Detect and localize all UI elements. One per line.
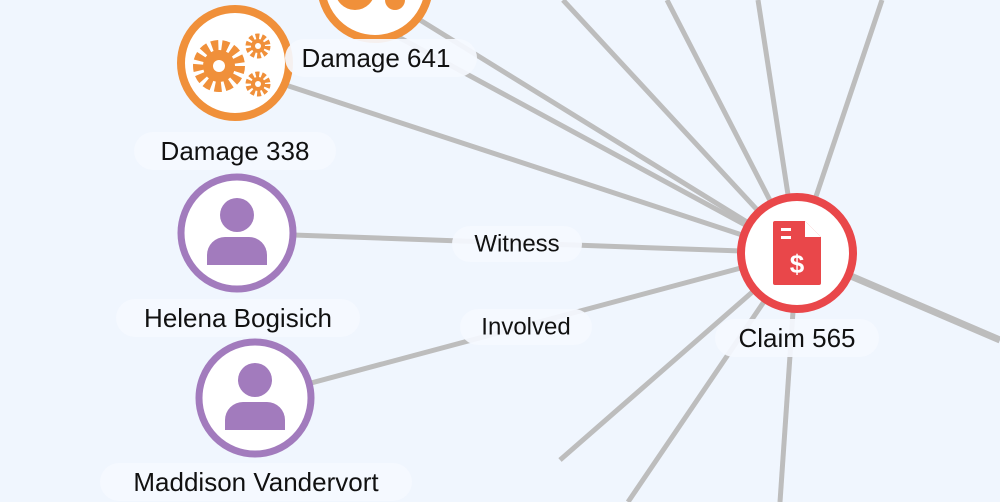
edge[interactable] [418,17,799,256]
invoice-dollar-icon: $ [773,221,821,285]
node-label-text: Damage 338 [161,136,310,166]
node-label-text: Claim 565 [738,323,855,353]
svg-text:$: $ [790,249,805,279]
node-damage-338[interactable] [177,5,293,121]
node-damage-641[interactable] [318,0,432,43]
gears-icon [193,33,271,97]
edge[interactable] [328,0,799,256]
edge-label-witness[interactable]: Witness [452,226,582,262]
node-label-damage-641: Damage 641 [285,39,477,77]
node-label-maddison: Maddison Vandervort [100,463,412,501]
node-claim-565[interactable]: $ [737,193,857,313]
node-maddison-vandervort[interactable] [195,338,315,458]
node-label-text: Helena Bogisich [144,303,332,333]
node-label-helena: Helena Bogisich [116,299,360,337]
gears-icon [337,0,405,10]
node-helena-bogisich[interactable] [177,173,297,293]
person-icon [207,198,267,265]
edge-label-involved[interactable]: Involved [460,309,592,345]
node-label-text: Damage 641 [302,43,451,73]
node-label-claim: Claim 565 [715,319,879,357]
person-icon [225,363,285,430]
edge-label-text: Involved [481,314,570,341]
node-label-text: Maddison Vandervort [133,467,379,497]
edge-label-text: Witness [474,231,559,258]
edge[interactable] [239,67,798,256]
node-label-damage-338: Damage 338 [134,132,336,170]
